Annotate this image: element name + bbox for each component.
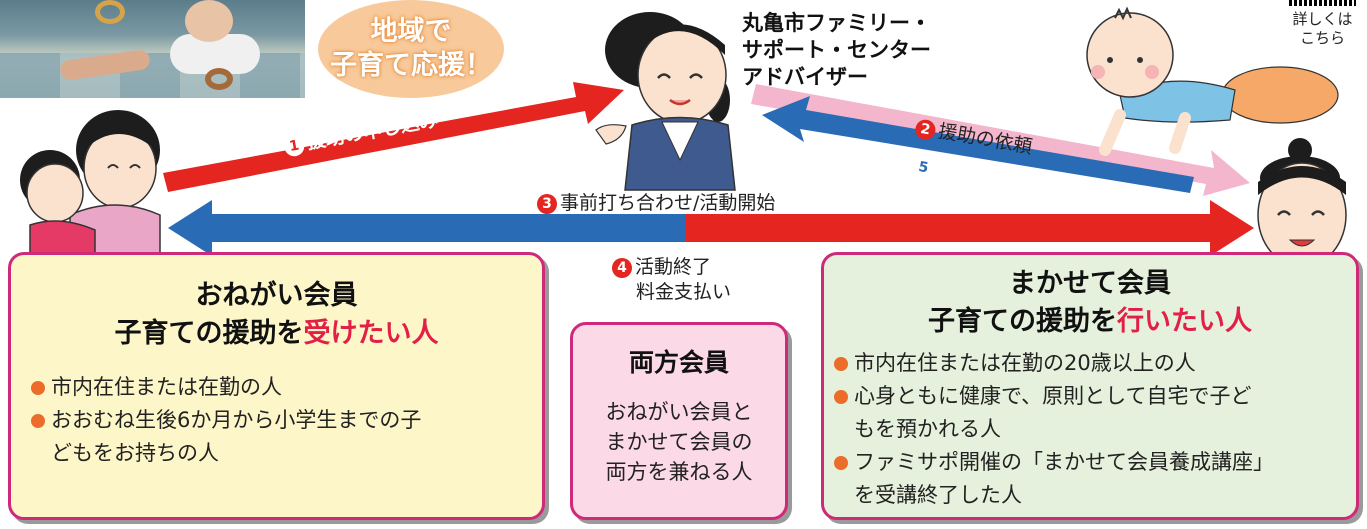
slogan-line1: 地域で (370, 16, 452, 47)
qr-code-icon (1289, 0, 1356, 6)
advisor-title-line1: 丸亀市ファミリー・ (742, 11, 931, 35)
slogan-bubble: 地域で 子育て応援！ (318, 0, 504, 98)
makasete-subtitle: 子育ての援助を行いたい人 (824, 303, 1356, 341)
both-member-line1: おねがい会員と (605, 400, 753, 424)
makasete-title: まかせて会員 (1009, 268, 1171, 299)
onegai-subtitle: 子育ての援助を受けたい人 (11, 315, 542, 353)
makasete-subtitle-accent: 行いたい人 (1117, 306, 1252, 337)
arrow-report (762, 96, 1194, 193)
arrow-apply (163, 82, 624, 192)
list-item: ファミサポ開催の「まかせて会員養成講座」 (834, 446, 1356, 479)
makasete-subtitle-prefix: 子育ての援助を (928, 306, 1117, 337)
makasete-requirements: 市内在住または在勤の20歳以上の人 心身ともに健康で、原則として自宅で子ど もを… (834, 347, 1356, 512)
step4-line2: 料金支払い (636, 281, 732, 303)
step4-line1: 活動終了 (635, 256, 712, 278)
detail-link-line1: 詳しくは (1292, 10, 1353, 28)
arrow-meeting (168, 200, 1254, 256)
advisor-title: 丸亀市ファミリー・ サポート・センター アドバイザー (742, 10, 931, 91)
list-item: 市内在住または在勤の人 (31, 371, 542, 404)
onegai-requirements: 市内在住または在勤の人 おおむね生後6か月から小学生までの子 どもをお持ちの人 (31, 371, 542, 470)
step4-number: 4 (612, 258, 632, 278)
advisor-illustration (595, 12, 736, 191)
both-member-line2: まかせて会員の (605, 430, 753, 454)
list-item: おおむね生後6か月から小学生までの子 (31, 404, 542, 437)
step2-number: 2 (913, 118, 937, 142)
onegai-member-card: おねがい会員 子育ての援助を受けたい人 市内在住または在勤の人 おおむね生後6か… (8, 252, 545, 520)
advisor-title-line2: サポート・センター (742, 38, 931, 62)
slogan-line2: 子育て応援！ (330, 50, 492, 81)
detail-link[interactable]: 詳しくは こちら (1285, 0, 1360, 48)
list-item: どもをお持ちの人 (51, 441, 219, 465)
list-item: もを預かれる人 (854, 417, 1001, 441)
both-member-title: 両方会員 (628, 348, 729, 377)
step3-number: 3 (537, 194, 557, 214)
detail-link-line2: こちら (1299, 29, 1345, 47)
step5-number: 5 (911, 156, 935, 180)
baby-illustration (1086, 6, 1339, 156)
list-item: 市内在住または在勤の20歳以上の人 (834, 347, 1356, 380)
onegai-title: おねがい会員 (195, 280, 358, 311)
list-item: 心身ともに健康で、原則として自宅で子ど (834, 380, 1356, 413)
onegai-subtitle-prefix: 子育ての援助を (114, 318, 304, 349)
list-item: を受講終了した人 (854, 483, 1022, 507)
step1-number: 1 (282, 134, 306, 158)
onegai-subtitle-accent: 受けたい人 (303, 318, 439, 349)
photo-baby-playing (0, 0, 305, 98)
advisor-title-line3: アドバイザー (742, 65, 868, 89)
makasete-member-card: まかせて会員 子育ての援助を行いたい人 市内在住または在勤の20歳以上の人 心身… (821, 252, 1359, 520)
both-member-card: 両方会員 おねがい会員と まかせて会員の 両方を兼ねる人 (570, 322, 788, 520)
step3-text: 事前打ち合わせ/活動開始 (560, 192, 776, 214)
both-member-line3: 両方を兼ねる人 (605, 460, 753, 484)
